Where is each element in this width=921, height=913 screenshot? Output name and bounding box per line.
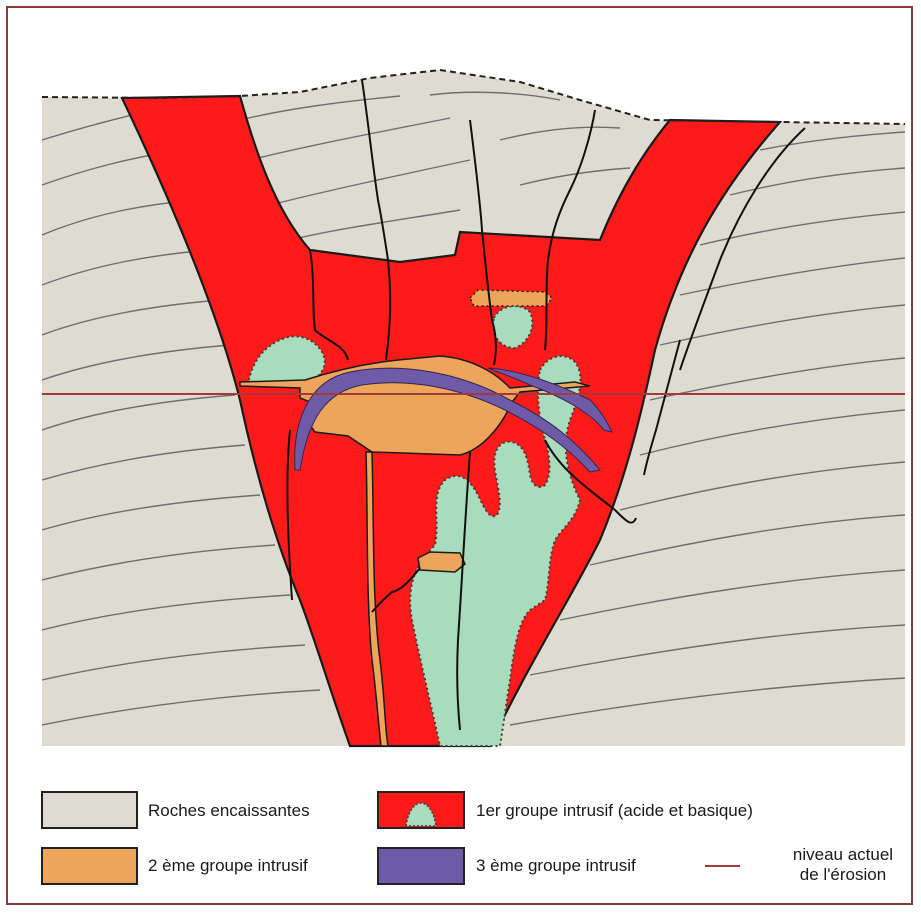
legend-swatch-group-1 xyxy=(378,792,464,828)
legend-label-erosion-line-1: niveau actuel xyxy=(778,845,908,865)
legend-label-country-rock: Roches encaissantes xyxy=(148,801,310,821)
legend-swatch-group-3 xyxy=(378,848,464,884)
legend-label-erosion: niveau actuel de l'érosion xyxy=(778,845,908,885)
legend-label-group-3: 3 ème groupe intrusif xyxy=(476,856,636,876)
legend-label-erosion-line-2: de l'érosion xyxy=(778,865,908,885)
legend-swatch-country-rock xyxy=(42,792,137,828)
legend-label-group-2: 2 ème groupe intrusif xyxy=(148,856,308,876)
legend-swatch-group-2 xyxy=(42,848,137,884)
legend-label-group-1: 1er groupe intrusif (acide et basique) xyxy=(476,801,753,821)
